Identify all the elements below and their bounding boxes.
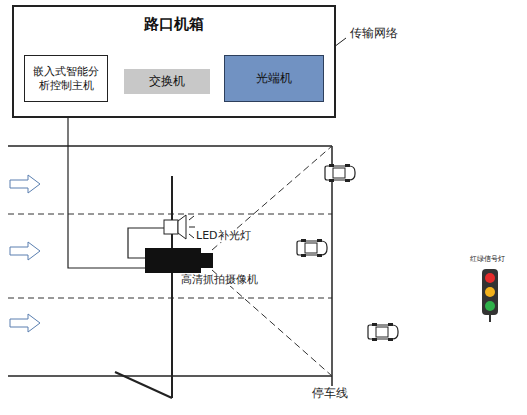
network-label: 传输网络 <box>350 27 398 40</box>
light-label: LED补光灯 <box>196 230 251 242</box>
host-box: 嵌入式智能分析控制主机 <box>24 55 108 102</box>
node-text: 光端机 <box>256 71 292 86</box>
stop-line-label: 停车线 <box>312 387 348 400</box>
node-text: 嵌入式智能分析控制主机 <box>29 65 103 93</box>
node-text: 交换机 <box>149 74 185 89</box>
optical-box: 光端机 <box>224 55 324 102</box>
switch-box: 交换机 <box>124 69 210 94</box>
camera-label: 高清抓拍摄像机 <box>181 274 258 286</box>
node-text: 路口机箱 <box>14 15 334 34</box>
signal-label: 红绿信号灯 <box>470 256 505 264</box>
cabinet-box: 路口机箱嵌入式智能分析控制主机 交换机 光端机 <box>12 5 336 118</box>
